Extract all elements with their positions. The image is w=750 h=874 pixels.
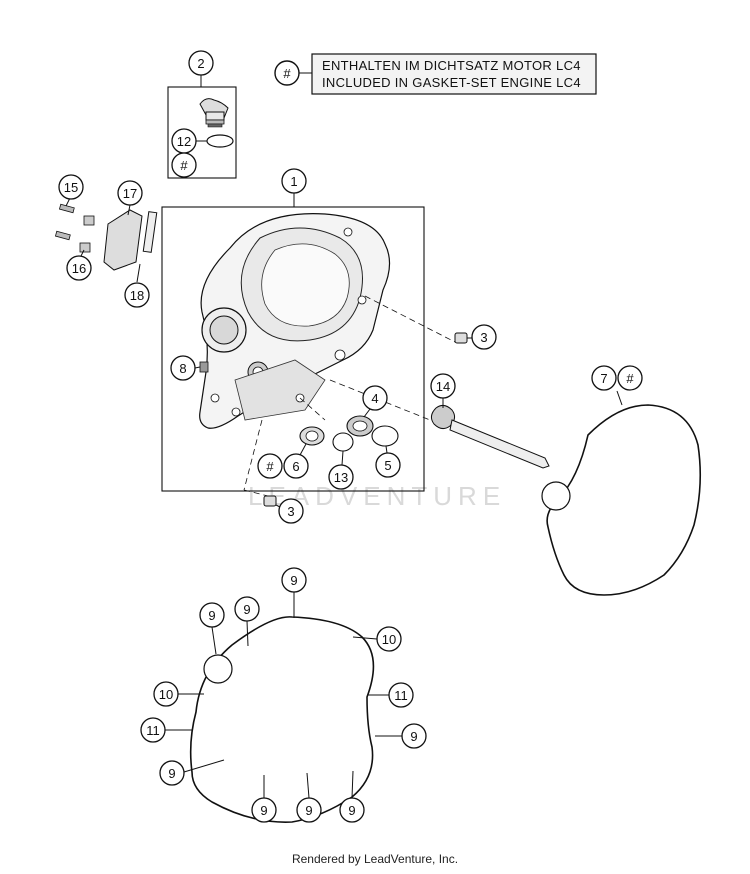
oil-plug-box [167, 86, 237, 179]
callout-9-top[interactable]: 9 [281, 567, 307, 593]
callout-9-bottom-3[interactable]: 9 [339, 797, 365, 823]
svg-text:#: # [180, 158, 188, 173]
callout-9-upper-left[interactable]: 9 [199, 602, 225, 628]
svg-text:7: 7 [600, 371, 607, 386]
callout-7-hash[interactable]: # [617, 365, 643, 391]
dowel-sleeve-3-lower-part[interactable] [263, 495, 277, 507]
pump-shaft-14-part[interactable] [430, 404, 550, 469]
callout-13[interactable]: 13 [328, 464, 354, 490]
note-hash-symbol: # [283, 66, 291, 81]
callout-7[interactable]: 7 [591, 365, 617, 391]
svg-text:2: 2 [197, 56, 204, 71]
callout-12-hash[interactable]: # [171, 152, 197, 178]
svg-text:9: 9 [290, 573, 297, 588]
svg-text:#: # [266, 459, 274, 474]
callout-10-left[interactable]: 10 [153, 681, 179, 707]
svg-text:17: 17 [123, 186, 137, 201]
callout-9-lower-left[interactable]: 9 [159, 760, 185, 786]
svg-text:#: # [626, 371, 634, 386]
note-legend: # ENTHALTEN IM DICHTSATZ MOTOR LC4 INCLU… [274, 53, 597, 95]
bolt-15-lower-part[interactable] [54, 230, 71, 241]
svg-text:9: 9 [260, 803, 267, 818]
svg-text:10: 10 [159, 687, 173, 702]
svg-text:8: 8 [179, 361, 186, 376]
svg-text:6: 6 [292, 459, 299, 474]
bearing-4-part[interactable] [346, 415, 374, 437]
svg-text:9: 9 [243, 602, 250, 617]
svg-text:15: 15 [64, 180, 78, 195]
footer-credit: Rendered by LeadVenture, Inc. [291, 852, 459, 866]
callouts: 2 12 # 1 15 17 16 18 3 8 14 7 # 4 5 # 6 … [58, 50, 643, 823]
callout-16[interactable]: 16 [66, 255, 92, 281]
sensor-bracket-17-part[interactable] [103, 209, 143, 271]
svg-text:4: 4 [371, 391, 378, 406]
callout-9-upper-mid[interactable]: 9 [234, 596, 260, 622]
svg-text:18: 18 [130, 288, 144, 303]
svg-text:9: 9 [348, 803, 355, 818]
dowel-sleeve-3-upper-part[interactable] [454, 332, 468, 344]
svg-text:9: 9 [305, 803, 312, 818]
callout-10-right[interactable]: 10 [376, 626, 402, 652]
svg-text:9: 9 [208, 608, 215, 623]
svg-text:14: 14 [436, 379, 450, 394]
callout-11-left[interactable]: 11 [140, 717, 166, 743]
callout-14[interactable]: 14 [430, 373, 456, 399]
callout-9-bottom-1[interactable]: 9 [251, 797, 277, 823]
shaft-seal-6-part[interactable] [299, 426, 325, 446]
callout-2[interactable]: 2 [188, 50, 214, 76]
callout-5[interactable]: 5 [375, 452, 401, 478]
oil-plug-group [167, 75, 237, 179]
seal-ring-13-part[interactable] [332, 432, 354, 452]
note-line-english: INCLUDED IN GASKET-SET ENGINE LC4 [322, 75, 581, 90]
clutch-cover-gasket-part[interactable] [189, 616, 375, 823]
svg-text:9: 9 [168, 766, 175, 781]
svg-text:11: 11 [146, 723, 160, 738]
svg-text:10: 10 [382, 632, 396, 647]
svg-text:5: 5 [384, 458, 391, 473]
callout-hash-seal[interactable]: # [257, 453, 283, 479]
clutch-cover-part[interactable] [199, 213, 391, 429]
callout-6[interactable]: 6 [283, 453, 309, 479]
callout-3-upper[interactable]: 3 [471, 324, 497, 350]
sensor-18-part[interactable] [142, 211, 158, 253]
svg-text:3: 3 [287, 504, 294, 519]
callout-11-right[interactable]: 11 [388, 682, 414, 708]
circlip-5-part[interactable] [371, 425, 399, 447]
clutch-cover-group [161, 193, 456, 497]
callout-9-right[interactable]: 9 [401, 723, 427, 749]
nut-16-upper-part[interactable] [83, 215, 95, 226]
oil-filler-plug-part[interactable] [199, 98, 229, 128]
callout-15[interactable]: 15 [58, 174, 84, 200]
callout-3-lower[interactable]: 3 [278, 498, 304, 524]
callout-1[interactable]: 1 [281, 168, 307, 194]
nut-16-lower-part[interactable] [79, 242, 91, 253]
note-line-german: ENTHALTEN IM DICHTSATZ MOTOR LC4 [322, 58, 581, 73]
svg-text:11: 11 [394, 688, 408, 703]
callout-12[interactable]: 12 [171, 128, 197, 154]
svg-text:3: 3 [480, 330, 487, 345]
callout-9-bottom-2[interactable]: 9 [296, 797, 322, 823]
callout-18[interactable]: 18 [124, 282, 150, 308]
sensor-bracket-group [54, 195, 158, 283]
callout-4[interactable]: 4 [362, 385, 388, 411]
svg-text:12: 12 [177, 134, 191, 149]
callout-17[interactable]: 17 [117, 180, 143, 206]
bolt-15-upper-part[interactable] [58, 203, 75, 214]
svg-text:9: 9 [410, 729, 417, 744]
svg-text:1: 1 [290, 174, 297, 189]
o-ring-part[interactable] [206, 134, 234, 148]
note-box [311, 53, 597, 95]
svg-text:13: 13 [334, 470, 348, 485]
gasket-7-part[interactable] [541, 404, 702, 596]
callout-8[interactable]: 8 [170, 355, 196, 381]
svg-text:16: 16 [72, 261, 86, 276]
screw-8-part[interactable] [199, 361, 209, 373]
clutch-cover-box [161, 206, 425, 492]
